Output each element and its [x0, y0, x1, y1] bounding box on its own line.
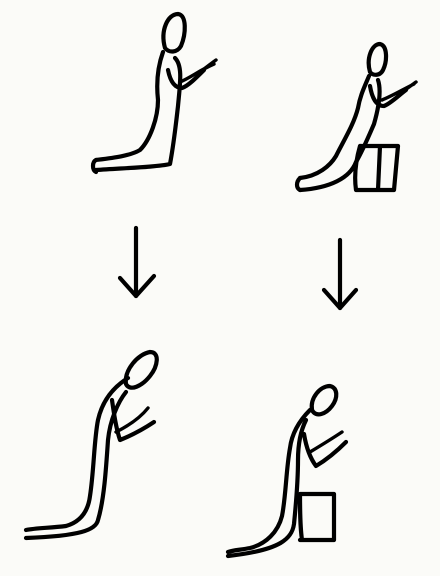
down-arrow-right-icon [324, 240, 356, 308]
person-seated-on-stool-bowed-icon [228, 386, 346, 556]
head-icon [312, 386, 337, 414]
torso-front-icon [228, 420, 306, 556]
head-icon [126, 352, 157, 388]
shin-icon [297, 178, 300, 190]
torso-back-icon [96, 52, 163, 160]
head-icon [163, 14, 184, 52]
stool-icon [300, 494, 334, 540]
head-icon [369, 44, 386, 75]
torso-front-icon [26, 392, 126, 538]
down-arrow-left-icon [120, 228, 154, 296]
torso-back-icon [300, 76, 369, 178]
person-kneeling-on-stool-icon [297, 44, 416, 190]
person-kneeling-upright-icon [93, 14, 216, 172]
person-kneeling-bowed-icon [26, 352, 157, 538]
shin-icon [93, 160, 96, 172]
